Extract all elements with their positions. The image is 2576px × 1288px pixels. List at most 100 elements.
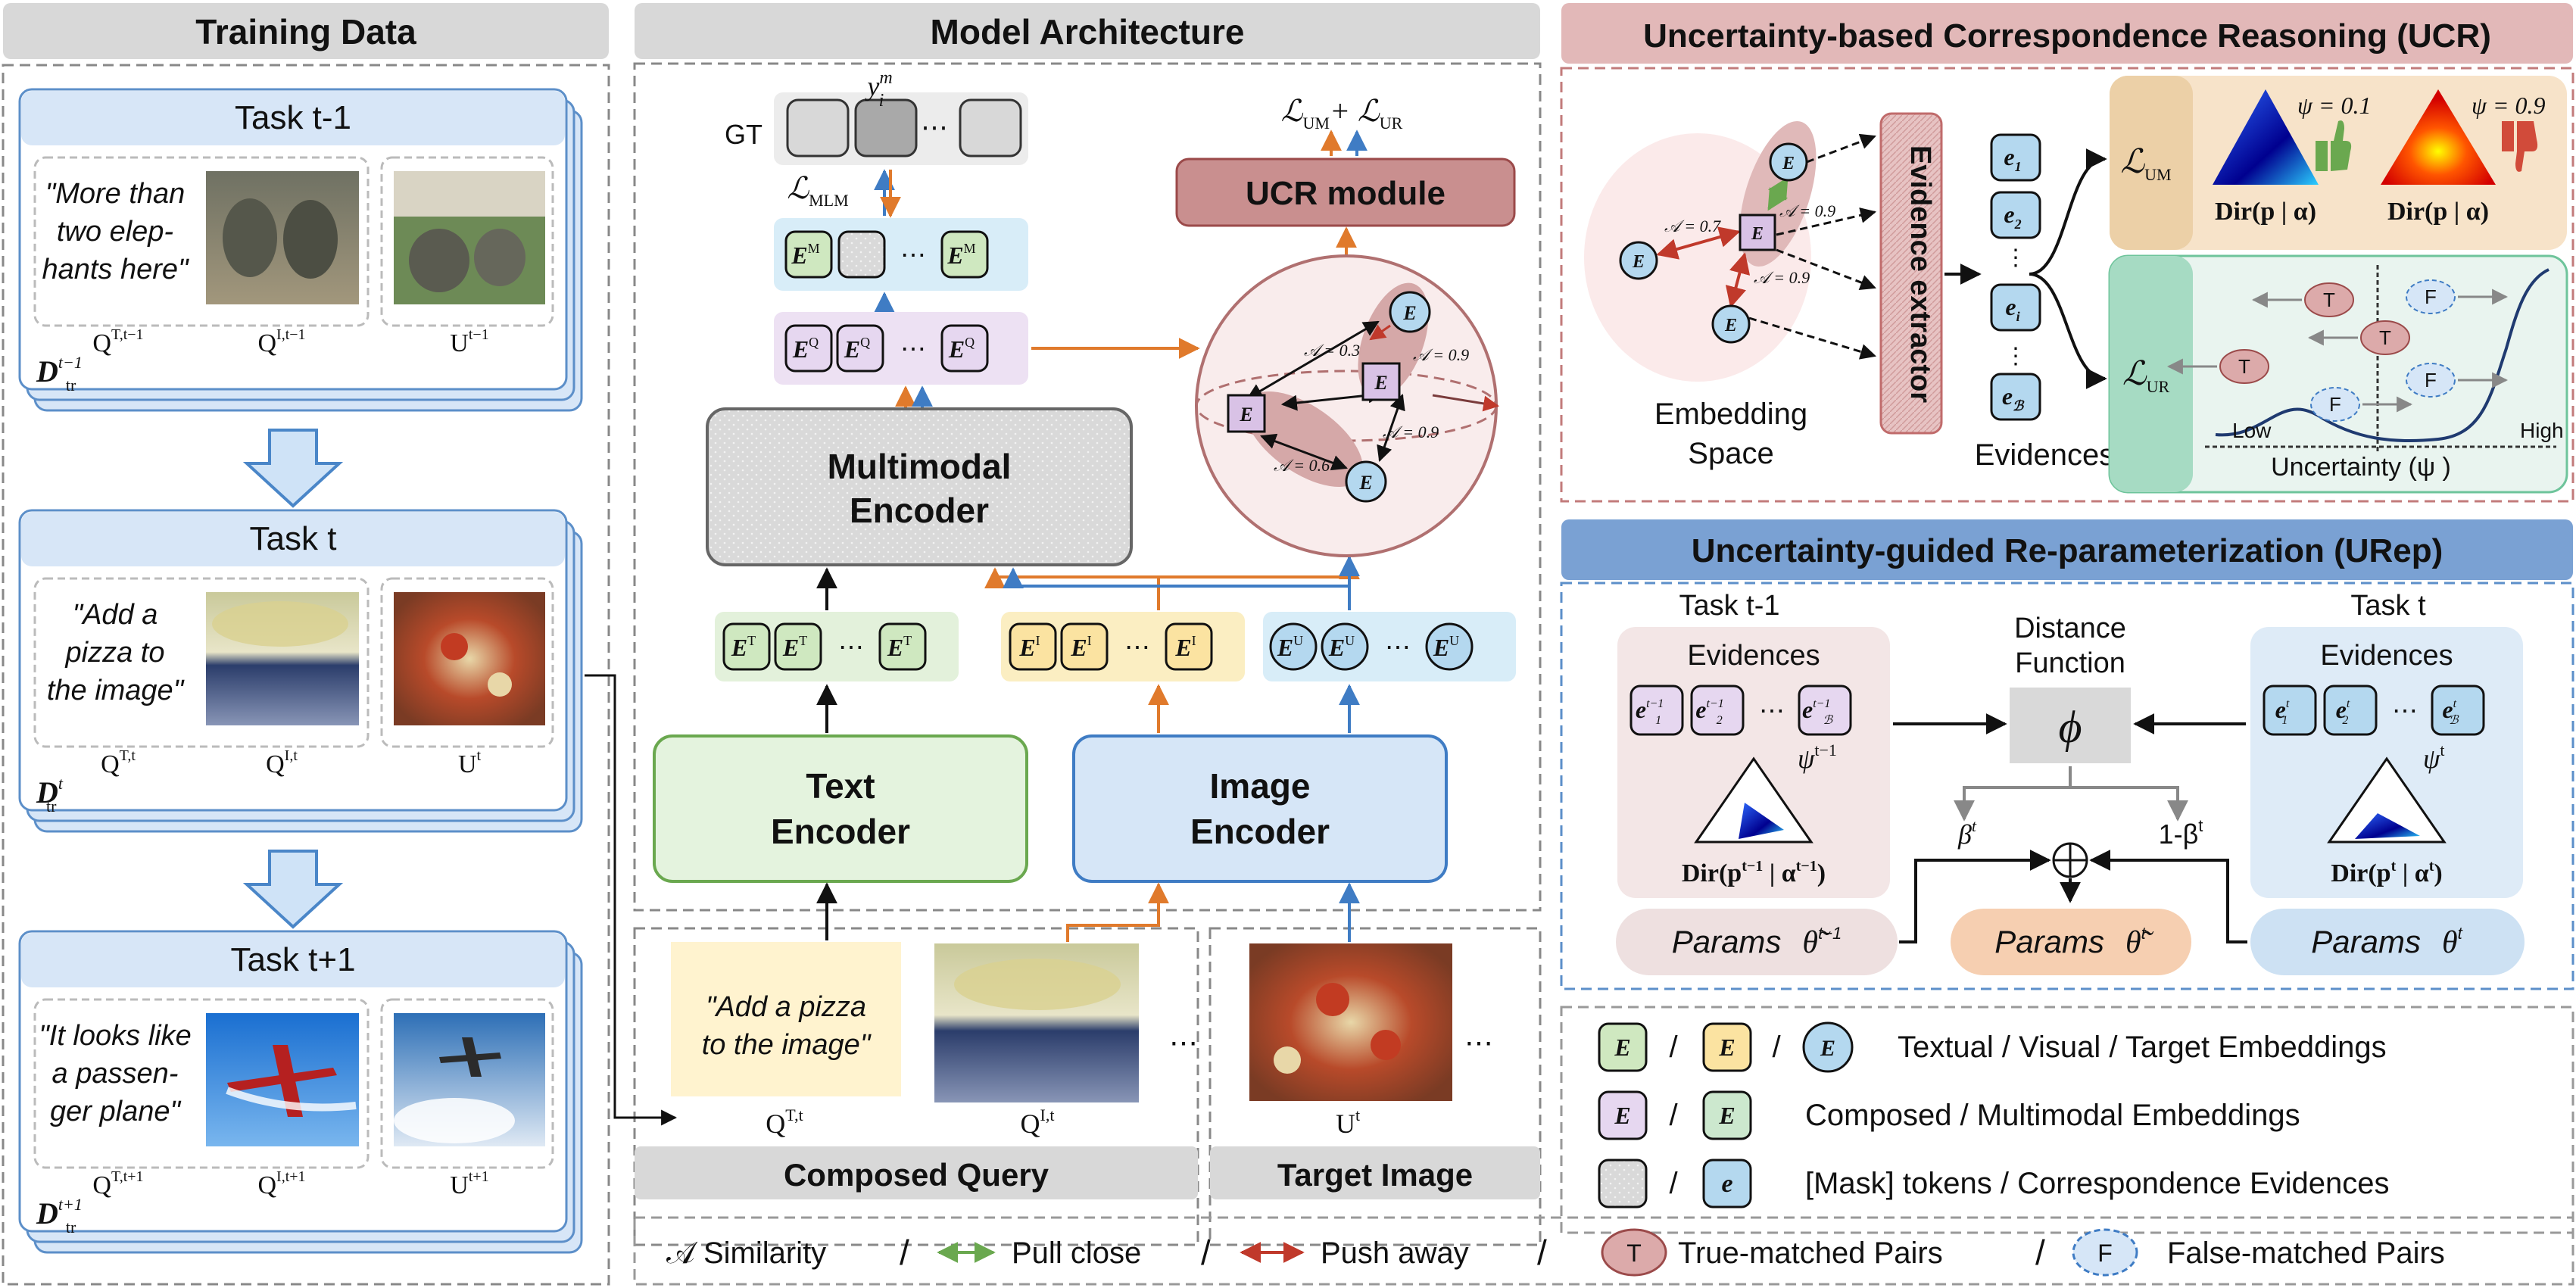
task-arrows: [242, 429, 344, 929]
image-encoder-label: Image: [1210, 766, 1311, 806]
loss-um: ℒUM: [2120, 143, 2171, 184]
ucr-sim: 𝒜 = 0.9: [1779, 201, 1835, 220]
svg-text:et2: et2: [2336, 696, 2350, 727]
emb-dots: ⋯: [1124, 633, 1150, 662]
svg-text:ET: ET: [782, 633, 807, 661]
query-dots: ⋯: [1169, 1028, 1198, 1059]
to-extractor-arrow: [1776, 248, 1876, 291]
false-pair-icon: [2072, 1228, 2138, 1277]
legend-slash: /: [1537, 1233, 1547, 1272]
task-title: Task t-1: [235, 99, 351, 136]
task-title: Task t+1: [230, 941, 355, 978]
svg-text:EQ: EQ: [844, 335, 870, 363]
legend-evidence-glyph: e: [1721, 1170, 1732, 1198]
to-ur-arrow: [2029, 273, 2107, 389]
svg-text:EM: EM: [791, 241, 819, 269]
sphere-sim: 𝒜 = 0.9: [1383, 423, 1439, 441]
phi-to-beta-arrow: [1954, 766, 2072, 822]
legend-slash: /: [2035, 1233, 2045, 1272]
svg-text:EI: EI: [1070, 633, 1091, 661]
target-image: [394, 1013, 545, 1146]
training-title: Training Data: [195, 12, 416, 51]
cur-params-arrow: [2089, 850, 2247, 943]
q-t-label: QT,t: [766, 1106, 803, 1139]
task-caption: "More than: [45, 178, 186, 210]
gt-label: GT: [725, 119, 763, 150]
embedding-space-label: Embedding: [1654, 398, 1807, 431]
target-image: [394, 171, 545, 304]
evidence-token: eℬ: [1990, 373, 2041, 421]
training-header: [3, 3, 609, 59]
mask-token: [837, 230, 886, 279]
svg-text:E: E: [1751, 224, 1764, 244]
urep-panel: Uncertainty-guided Re-parameterization (…: [1560, 519, 2574, 990]
down-arrow-icon: [242, 850, 344, 929]
embedding-token: EU: [1269, 622, 1318, 671]
evidences-label: Evidences: [1975, 438, 2115, 472]
simplex-low: [2213, 89, 2319, 185]
urep-header: [1561, 519, 2573, 580]
embedding-token: ET: [722, 622, 771, 671]
svg-text:F: F: [2329, 393, 2341, 416]
u-label: Ut+1: [450, 1168, 488, 1199]
svg-text:EU: EU: [1328, 633, 1355, 661]
task-card-header: [21, 91, 565, 145]
gt-token: [786, 98, 850, 157]
embedding-token: EQ: [784, 324, 833, 373]
task-card-header: [21, 933, 565, 987]
composed-query-header: [635, 1146, 1198, 1199]
prev-params-arrow: [1899, 850, 2051, 943]
one-minus-beta-label: 1-βt: [2159, 816, 2203, 850]
params-prev: [1616, 909, 1898, 975]
legend-false: False-matched Pairs: [2167, 1237, 2445, 1270]
ucr-node-eq: E: [1739, 214, 1776, 251]
false-pair-badge: F: [2406, 363, 2509, 398]
legend-row2: Composed / Multimodal Embeddings: [1805, 1099, 2300, 1132]
composed-query-frame: [633, 927, 1199, 1246]
sphere-node-eu: E: [1389, 291, 1431, 333]
svg-text:T: T: [2238, 355, 2250, 378]
svg-text:EQ: EQ: [948, 335, 975, 363]
embedding-token: EM: [940, 230, 989, 279]
task-caption: a passen-: [52, 1058, 179, 1090]
q-text-label: QT,t: [101, 747, 136, 778]
u-label: Ut: [458, 747, 482, 778]
task-to-query-arrow: [585, 674, 678, 1126]
legend-em-icon: [1702, 1090, 1752, 1140]
evidence-token: e1: [1990, 133, 2041, 182]
legend-slash: /: [1669, 1167, 1678, 1200]
psi-low: ψ = 0.1: [2297, 92, 2371, 119]
legend-ei-glyph: E: [1718, 1034, 1735, 1061]
simplex-high: [2381, 89, 2496, 185]
ur-high: High: [2520, 419, 2564, 442]
legend-slash: /: [1772, 1031, 1781, 1064]
distance-label: Function: [2015, 647, 2125, 679]
svg-text:E: E: [1632, 252, 1645, 272]
svg-text:etℬ: etℬ: [2442, 696, 2459, 727]
query-image: [206, 1013, 359, 1146]
task-caption: ger plane": [50, 1096, 181, 1127]
thumbs-up-icon: [2316, 120, 2352, 171]
beta-label: βt: [1957, 816, 1977, 850]
legend-eq-glyph: E: [1614, 1102, 1630, 1129]
query-image: [206, 592, 359, 725]
legend-slash: /: [1669, 1031, 1678, 1064]
distance-label: Distance: [2014, 613, 2126, 644]
ucr-module: [1175, 157, 1516, 227]
legend-et-glyph: E: [1614, 1034, 1630, 1061]
target-frame: [380, 998, 554, 1169]
ucr-node-eu-j: E: [1711, 304, 1751, 344]
svg-text:E: E: [1358, 472, 1372, 494]
to-extractor-arrow: [1776, 207, 1877, 236]
simplex-cur-heat: [2355, 813, 2420, 839]
legend-row1: Textual / Visual / Target Embeddings: [1898, 1031, 2387, 1064]
push-link: [1725, 252, 1751, 308]
urep-title: Uncertainty-guided Re-parameterization (…: [1692, 532, 2443, 569]
loss-mlm: ℒMLM: [787, 171, 848, 210]
embedding-space-label: Space: [1688, 437, 1773, 470]
